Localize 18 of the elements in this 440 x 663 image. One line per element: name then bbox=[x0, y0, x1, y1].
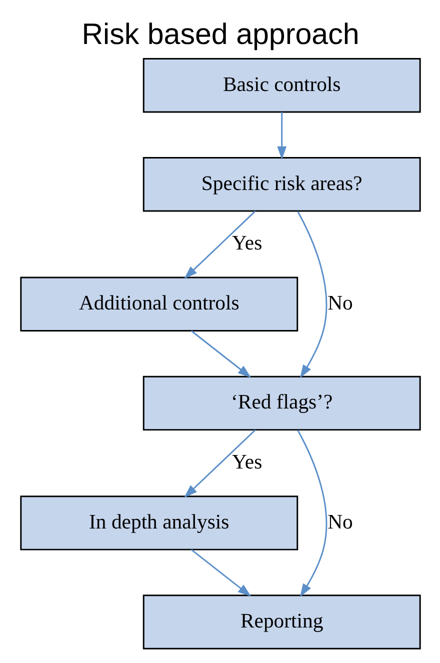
node-box: In depth analysis bbox=[20, 496, 298, 550]
node-box: Reporting bbox=[142, 594, 420, 650]
node-box: Additional controls bbox=[20, 276, 298, 332]
node-box: Basic controls bbox=[142, 58, 420, 113]
arrow bbox=[184, 210, 256, 279]
diagram-title: Risk based approach bbox=[81, 18, 359, 51]
arrow bbox=[276, 112, 286, 160]
edge-label: No bbox=[327, 292, 352, 315]
edge-label: Yes bbox=[232, 452, 262, 474]
edge-label: No bbox=[327, 511, 352, 534]
arrow bbox=[190, 330, 251, 378]
arrow bbox=[190, 549, 251, 596]
arrow bbox=[184, 429, 256, 498]
arrow bbox=[296, 430, 327, 597]
node-box: ‘Red flags’? bbox=[142, 376, 420, 431]
edge-label: Yes bbox=[232, 232, 262, 255]
arrow bbox=[296, 211, 327, 378]
node-box: Specific risk areas? bbox=[142, 157, 420, 212]
